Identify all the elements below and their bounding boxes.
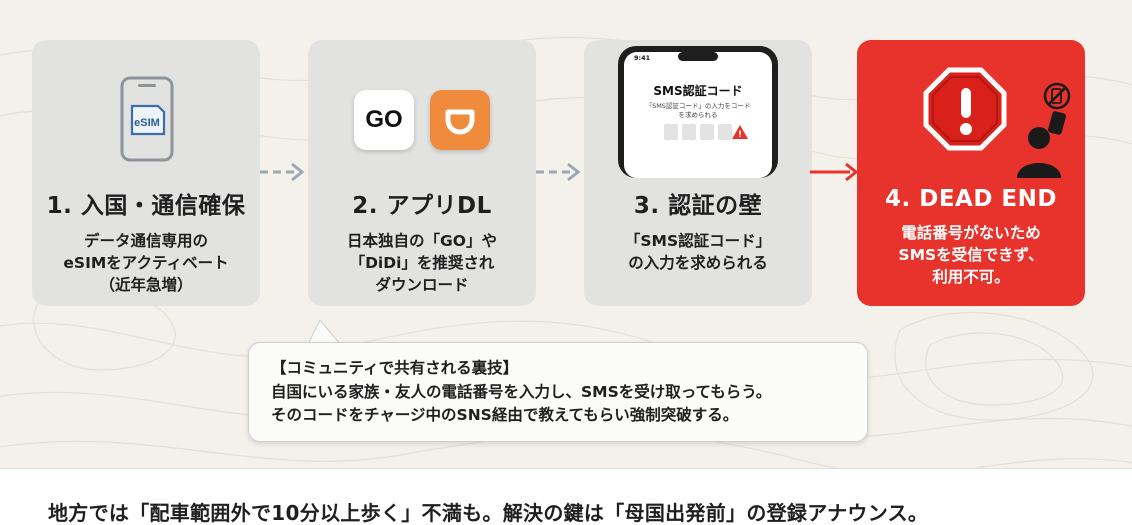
dashed-arrow-icon xyxy=(536,162,581,182)
esim-phone-icon: eSIM xyxy=(32,40,260,178)
tip-line-2: そのコードをチャージ中のSNS経由で教えてもらい強制突破する。 xyxy=(271,406,739,424)
didi-app-icon xyxy=(430,90,490,150)
phone-sub-2: を求められる xyxy=(678,111,718,119)
step-title-4: 4. DEAD END xyxy=(884,186,1057,212)
step-title-1: 1. 入国・通信確保 xyxy=(46,193,246,219)
step-title-3: 3. 認証の壁 xyxy=(633,193,763,219)
step-card-3: ! 9:41 SMS認証コード 「SMS認証コード」の入力をコード を求められる… xyxy=(584,40,812,306)
step-desc-2: 日本独自の「GO」や 「DiDi」を推奨され ダウンロード xyxy=(347,232,497,294)
sms-phone-icon: ! 9:41 SMS認証コード 「SMS認証コード」の入力をコード を求められる xyxy=(584,40,812,178)
taxi-app-icons: GO xyxy=(308,40,536,178)
step-title-2: 2. アプリDL xyxy=(352,193,492,219)
step-card-2: GO 2. アプリDL 日本独自の「GO」や 「DiDi」を推奨され ダウンロー… xyxy=(308,40,536,306)
step-card-1: eSIM 1. 入国・通信確保 データ通信専用の eSIMをアクティベート （近… xyxy=(32,40,260,306)
footer-bar: 地方では「配車範囲外で10分以上歩く」不満も。解決の鍵は「母国出発前」の登録アナ… xyxy=(0,468,1132,525)
step-desc-4: 電話番号がないため SMSを受信できず、 利用不可。 xyxy=(898,224,1044,286)
go-logo-text: GO xyxy=(365,106,403,133)
red-arrow-icon xyxy=(810,162,859,182)
step-desc-1: データ通信専用の eSIMをアクティベート （近年急増） xyxy=(63,232,229,294)
tip-line-1: 自国にいる家族・友人の電話番号を入力し、SMSを受け取ってもらう。 xyxy=(271,382,772,401)
phone-time: 9:41 xyxy=(634,54,651,62)
dashed-arrow-icon xyxy=(260,162,305,182)
svg-text:!: ! xyxy=(738,130,742,140)
community-tip-callout: 【コミュニティで共有される裏技】 自国にいる家族・友人の電話番号を入力し、SMS… xyxy=(248,342,868,442)
stop-sign-icon xyxy=(857,40,1085,178)
phone-header: SMS認証コード xyxy=(653,84,743,98)
esim-label: eSIM xyxy=(134,117,160,129)
person-icon xyxy=(1017,111,1066,178)
step-desc-3: 「SMS認証コード」 の入力を求められる xyxy=(624,232,772,272)
go-app-icon: GO xyxy=(354,90,414,150)
tip-heading: 【コミュニティで共有される裏技】 xyxy=(271,359,519,377)
phone-sub-1: 「SMS認証コード」の入力をコード xyxy=(645,102,751,110)
footer-text: 地方では「配車範囲外で10分以上歩く」不満も。解決の鍵は「母国出発前」の登録アナ… xyxy=(48,501,929,525)
step-card-4: 4. DEAD END 電話番号がないため SMSを受信できず、 利用不可。 xyxy=(857,40,1085,306)
